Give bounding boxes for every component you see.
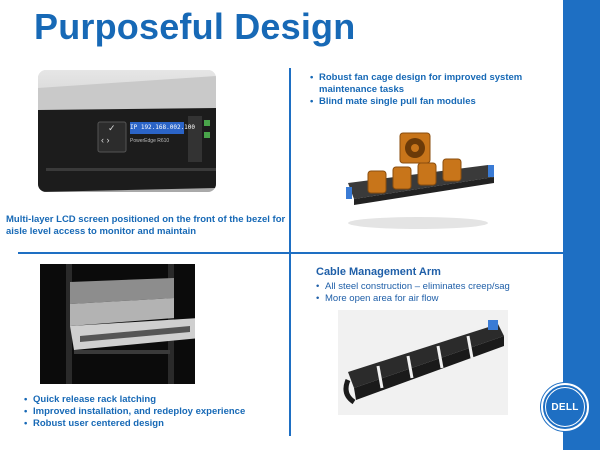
list-item: Quick release rack latching [24,394,286,406]
cma-bullet-list: All steel construction – eliminates cree… [316,281,556,305]
lcd-caption: Multi-layer LCD screen positioned on the… [6,214,286,237]
bezel-label: PowerEdge R610 [130,138,170,144]
fan-cage-photo [338,125,498,235]
slide-title: Purposeful Design [34,6,356,47]
list-item: Robust user centered design [24,418,286,430]
horizontal-divider [18,252,563,254]
list-item: Blind mate single pull fan modules [310,96,550,108]
right-accent-bar [563,0,600,450]
dell-logo-text: DELL [545,387,585,427]
list-item: Robust fan cage design for improved syst… [310,72,550,96]
rack-bullet-list: Quick release rack latching Improved ins… [24,394,286,430]
lcd-check-icon: ✓ [108,123,116,133]
list-item: Improved installation, and redeploy expe… [24,406,286,418]
dell-logo: DELL [541,383,589,431]
rack-latch-photo [40,264,195,384]
lcd-arrows-icon: ‹ › [101,135,110,145]
lcd-screen-text: IP 192.168.002.100 [130,124,196,131]
lcd-bezel-photo: IP 192.168.002.100 ✓ ‹ › PowerEdge R610 [38,70,216,192]
cable-management-arm-photo [338,310,508,415]
fan-bullet-list: Robust fan cage design for improved syst… [310,72,550,108]
list-item: More open area for air flow [316,293,556,305]
cma-title: Cable Management Arm [316,266,441,278]
list-item: All steel construction – eliminates cree… [316,281,556,293]
